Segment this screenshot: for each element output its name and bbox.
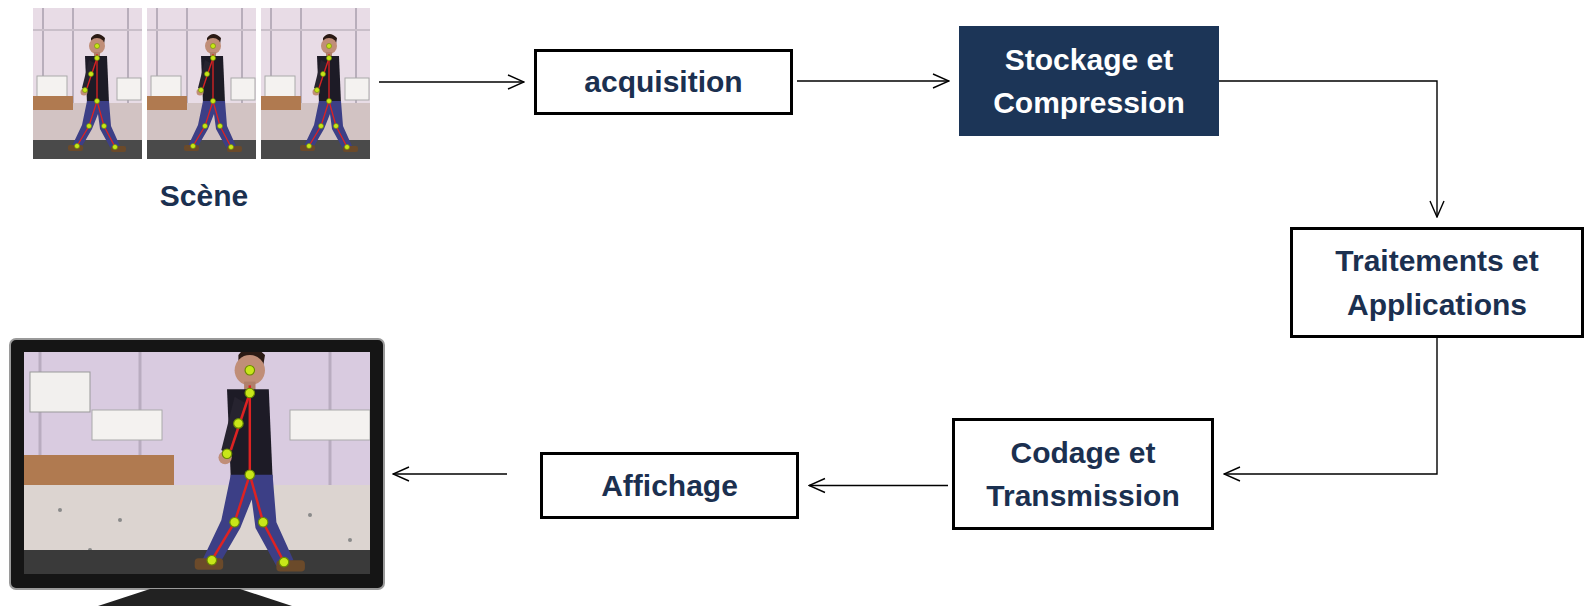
- display-arrow: [393, 473, 507, 474]
- node-label: Traitements et Applications: [1307, 239, 1567, 326]
- scene-frames: [33, 8, 370, 159]
- node-label: Scène: [154, 178, 254, 214]
- process-box: Traitements et Applications: [1290, 227, 1584, 338]
- scene-caption: Scène: [33, 8, 375, 216]
- node-label: acquisition: [584, 60, 742, 104]
- node-label: Codage et Transmission: [969, 431, 1197, 518]
- flow-arrow: [809, 485, 948, 486]
- tv-screen: [10, 339, 384, 606]
- flow-arrow: [379, 81, 524, 82]
- flow-arrow: [1224, 338, 1437, 474]
- process-box: acquisition: [534, 49, 793, 115]
- node-label: Affichage: [601, 464, 738, 508]
- flow-arrow: [797, 80, 949, 81]
- node-label: Stockage et Compression: [976, 38, 1202, 125]
- flow-arrow: [1219, 81, 1437, 217]
- process-box: Stockage et Compression: [959, 26, 1219, 136]
- process-box: Affichage: [540, 452, 799, 519]
- process-box: Codage et Transmission: [952, 418, 1214, 530]
